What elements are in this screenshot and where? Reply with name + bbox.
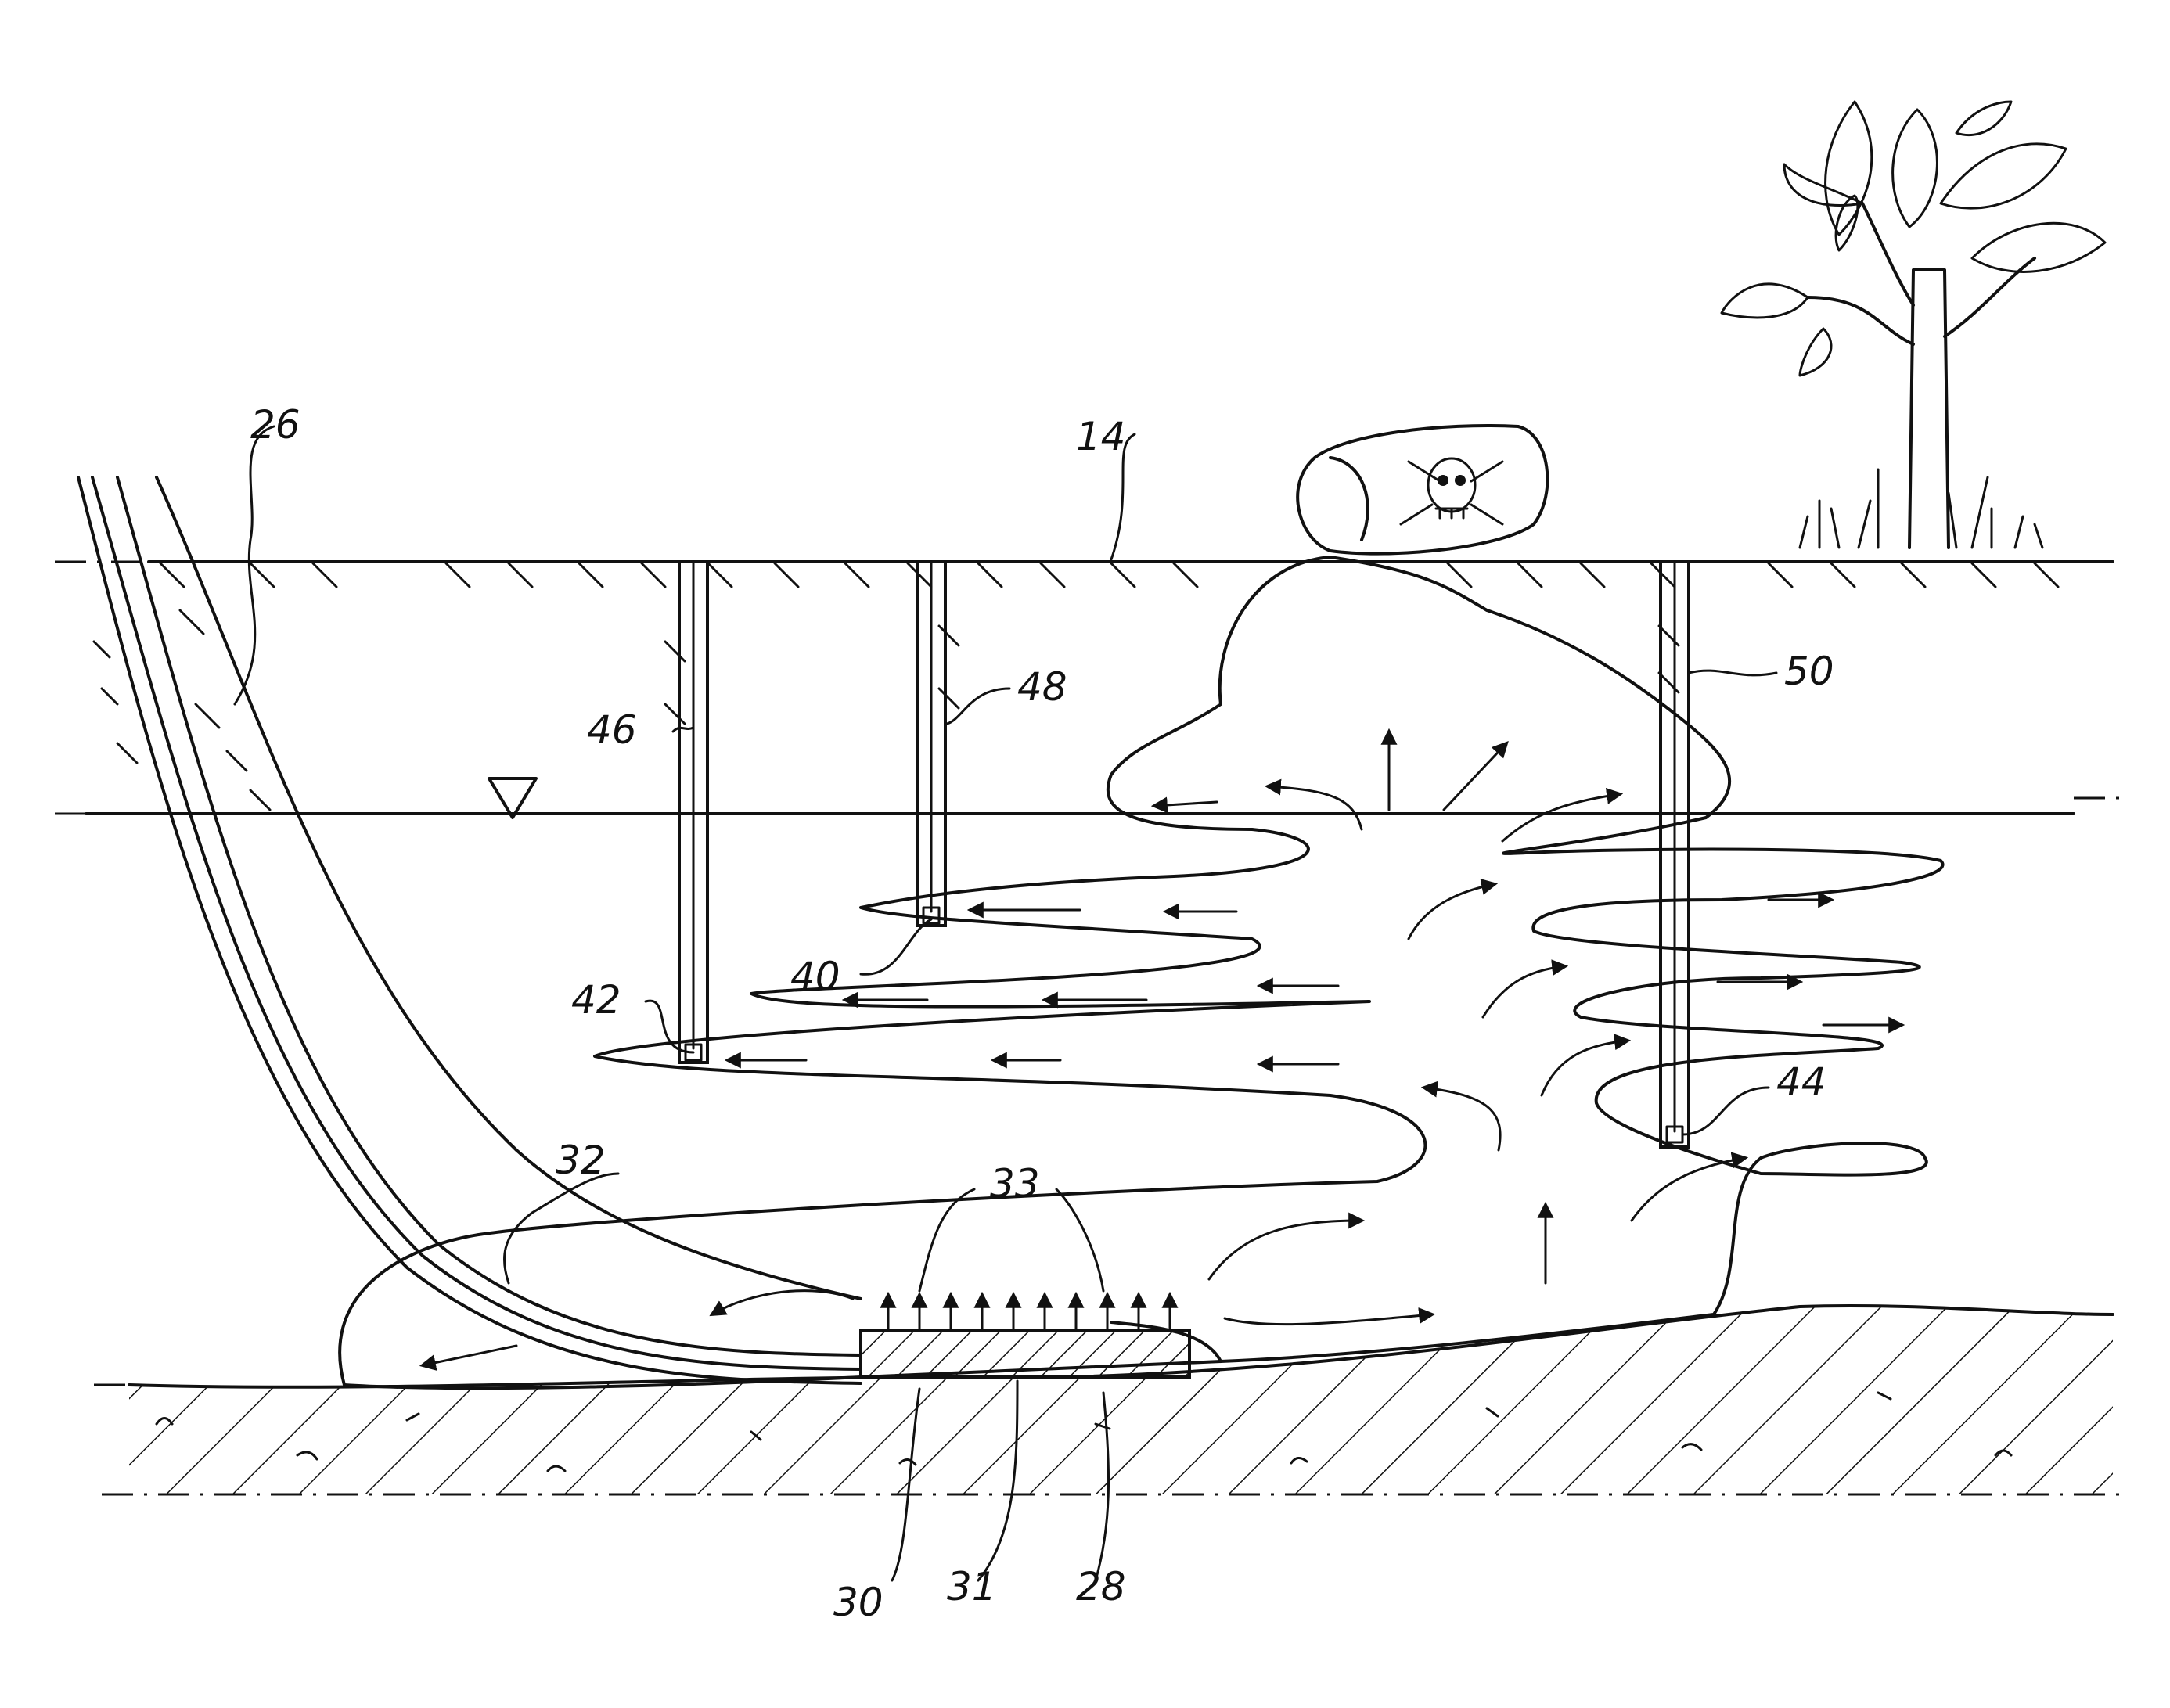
label-44: 44 bbox=[1776, 1059, 1826, 1105]
label-28: 28 bbox=[1076, 1564, 1126, 1609]
contaminant-plume bbox=[340, 557, 1942, 1388]
inverted-triangle-icon bbox=[489, 778, 536, 818]
horizontal-well bbox=[78, 477, 1221, 1383]
label-30: 30 bbox=[833, 1580, 883, 1625]
monitoring-well-50 bbox=[1661, 562, 1689, 1147]
well-screen bbox=[861, 1330, 1189, 1377]
label-31: 31 bbox=[947, 1564, 997, 1609]
label-46: 46 bbox=[587, 707, 637, 753]
label-26: 26 bbox=[250, 402, 300, 448]
tree-icon bbox=[1722, 102, 2105, 548]
water-table bbox=[55, 778, 2121, 818]
skull-and-crossbones-icon bbox=[1401, 458, 1502, 524]
barrel bbox=[1297, 426, 1547, 554]
label-40: 40 bbox=[790, 954, 840, 999]
monitoring-well-48 bbox=[917, 562, 945, 926]
label-42: 42 bbox=[571, 977, 621, 1023]
flow-arrow-icon bbox=[423, 732, 1902, 1365]
label-50: 50 bbox=[1784, 649, 1834, 694]
label-32: 32 bbox=[556, 1138, 606, 1183]
label-33: 33 bbox=[990, 1161, 1040, 1206]
label-48: 48 bbox=[1017, 664, 1067, 710]
label-14: 14 bbox=[1076, 414, 1126, 459]
